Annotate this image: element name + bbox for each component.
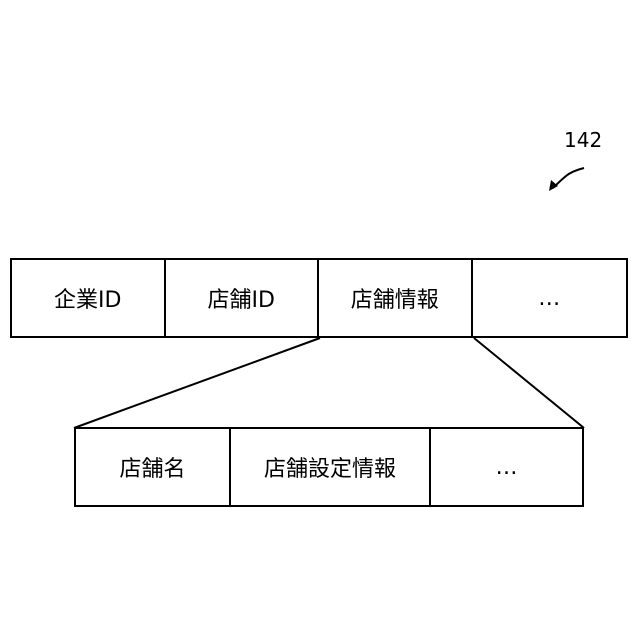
reference-number: 142 — [564, 128, 602, 152]
reference-arrow — [553, 168, 584, 188]
store-info-table: 店舗名 店舗設定情報 … — [74, 427, 584, 507]
field-store-settings: 店舗設定情報 — [231, 429, 431, 505]
field-ellipsis: … — [473, 260, 627, 336]
reference-arrowhead — [549, 180, 558, 191]
expansion-line-left — [74, 338, 320, 428]
record-table: 企業ID 店舗ID 店舗情報 … — [10, 258, 628, 338]
field-ellipsis: … — [431, 429, 582, 505]
expansion-line-right — [474, 338, 584, 428]
field-store-info: 店舗情報 — [319, 260, 473, 336]
field-store-id: 店舗ID — [166, 260, 320, 336]
field-company-id: 企業ID — [12, 260, 166, 336]
field-store-name: 店舗名 — [76, 429, 231, 505]
